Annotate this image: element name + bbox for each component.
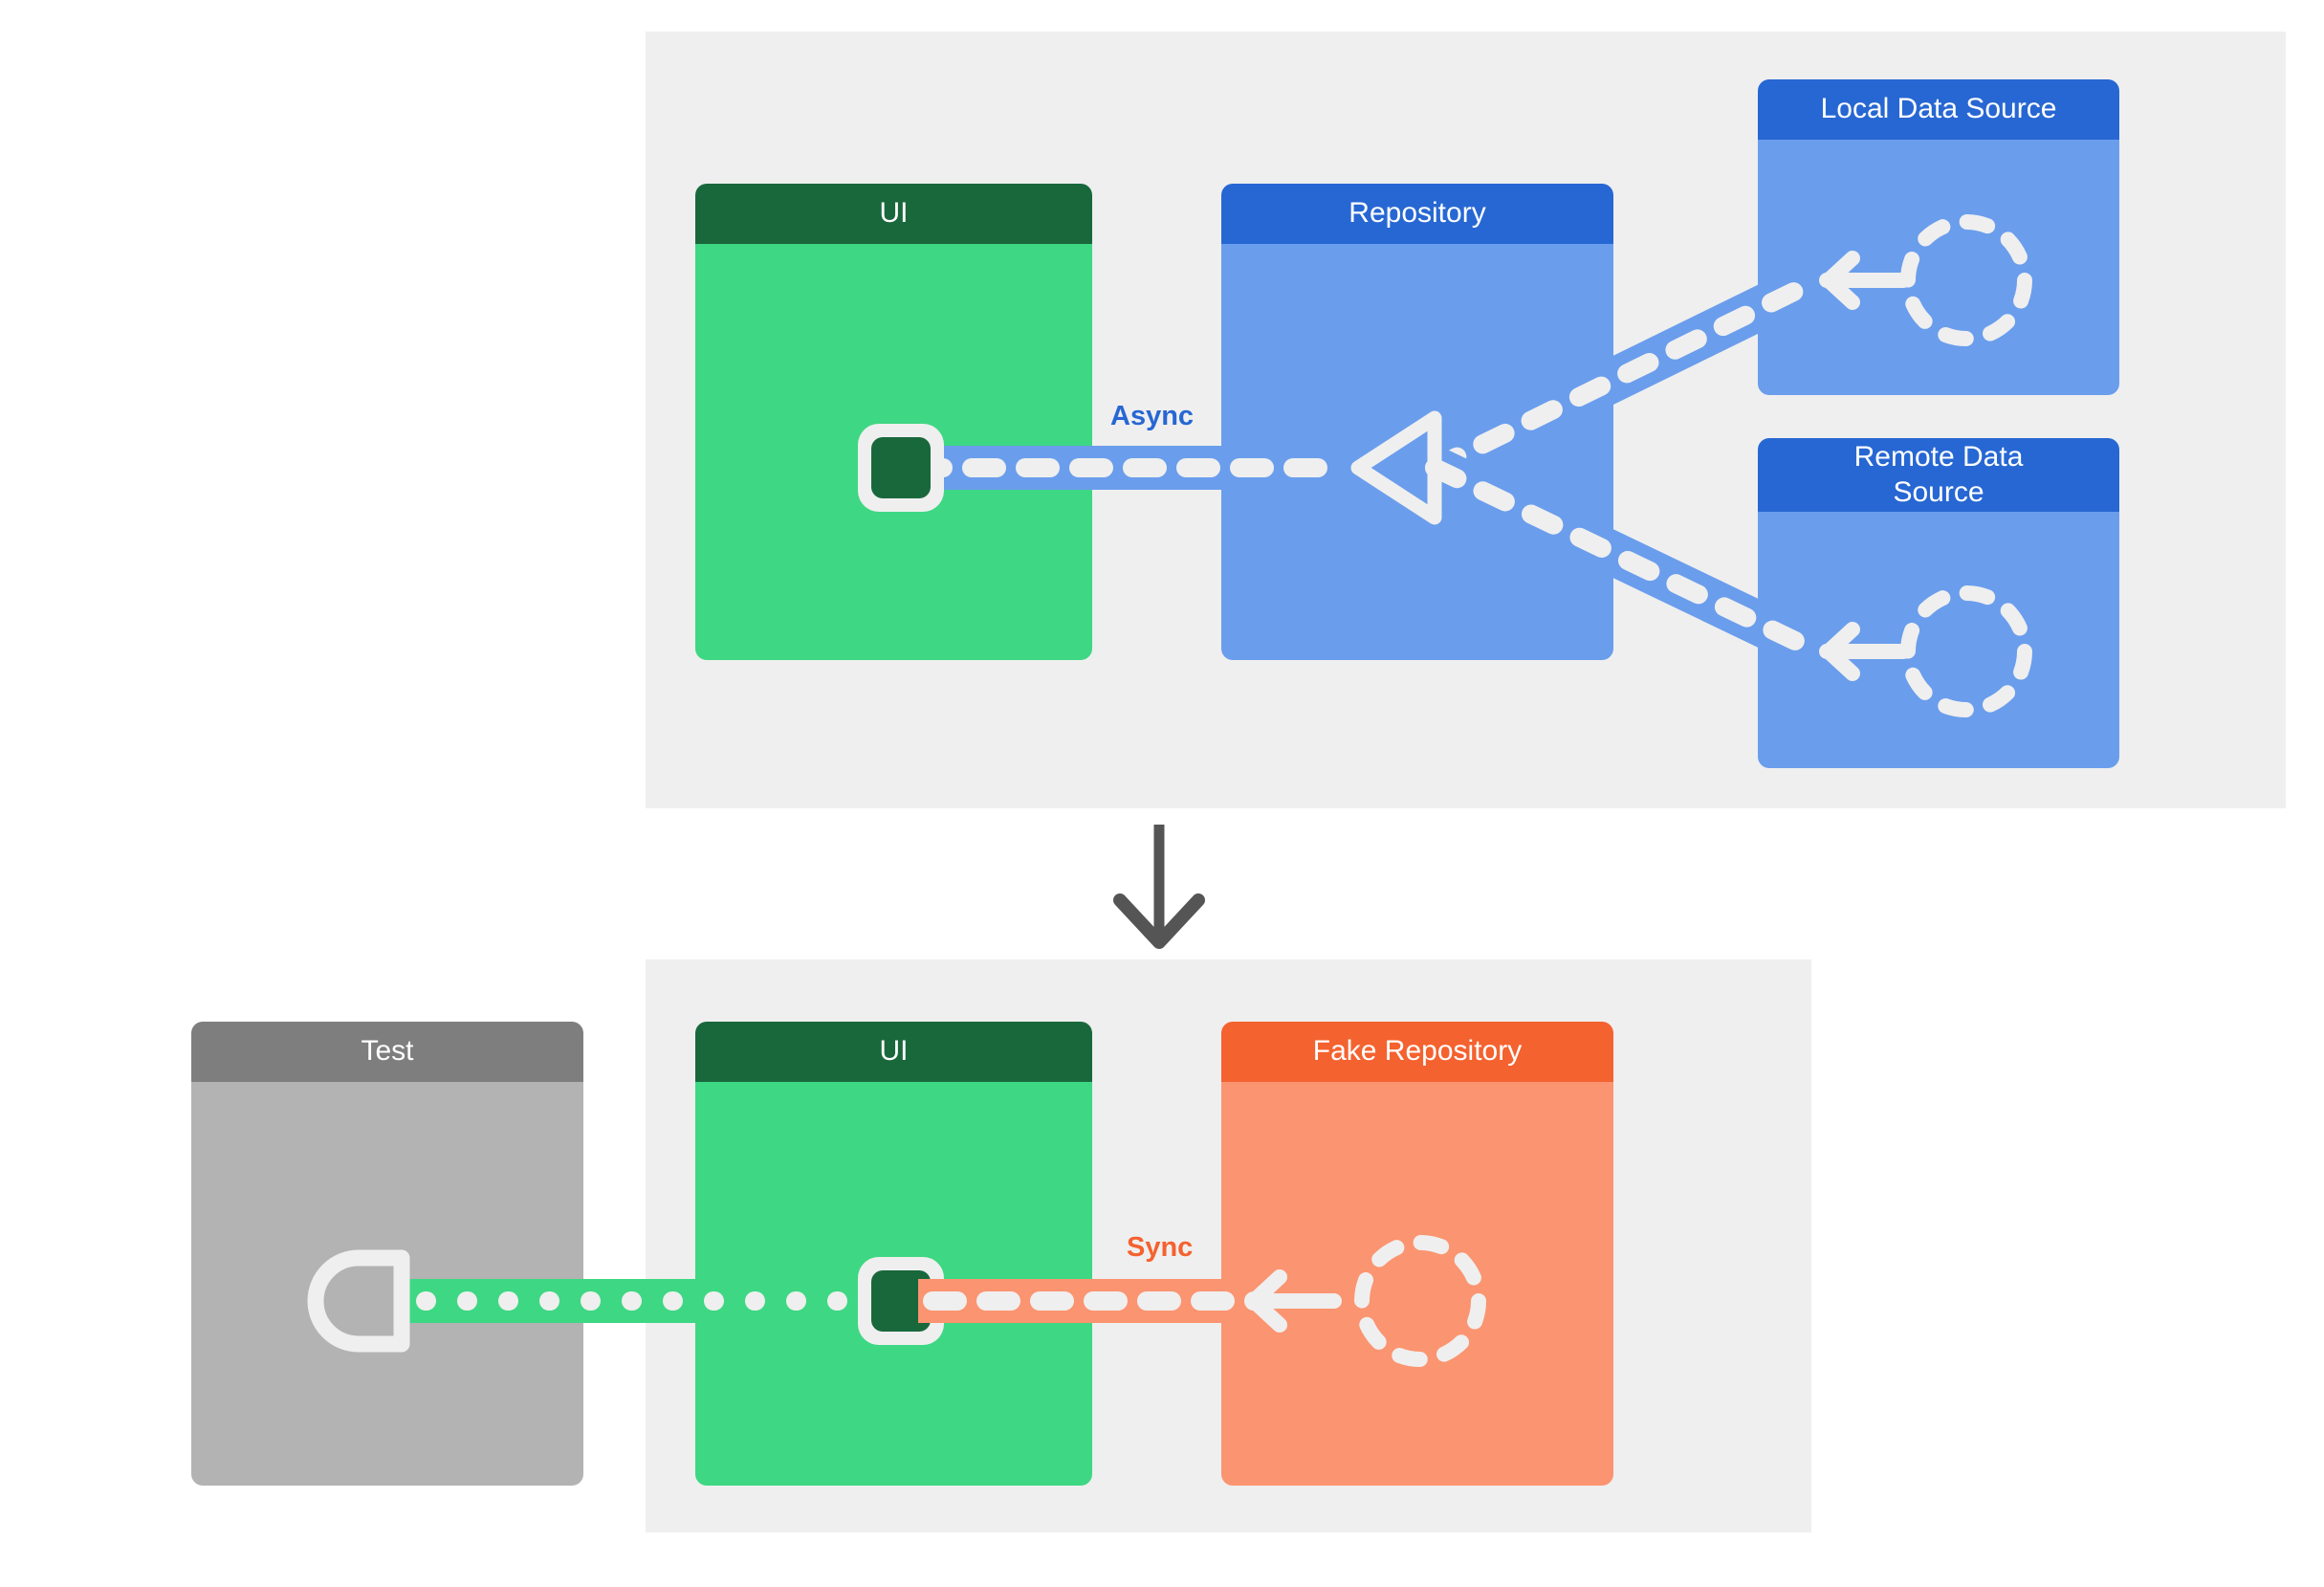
node-fake-repository-body bbox=[1221, 1082, 1613, 1486]
arrow-down-icon-flow bbox=[1113, 825, 1205, 949]
node-ui-production-body bbox=[695, 244, 1092, 660]
node-remote-data-source-title: Remote Data Source bbox=[1758, 438, 2119, 512]
node-test-harness[interactable]: Test bbox=[191, 1022, 583, 1486]
node-fake-repository-title: Fake Repository bbox=[1221, 1022, 1613, 1082]
node-ui-production-title: UI bbox=[695, 184, 1092, 244]
node-remote-data-source[interactable]: Remote Data Source bbox=[1758, 438, 2119, 768]
edge-label-sync: Sync bbox=[1127, 1232, 1194, 1263]
node-fake-repository[interactable]: Fake Repository bbox=[1221, 1022, 1613, 1486]
node-repository-body bbox=[1221, 244, 1613, 660]
node-local-data-source[interactable]: Local Data Source bbox=[1758, 79, 2119, 395]
node-repository[interactable]: Repository bbox=[1221, 184, 1613, 660]
node-remote-data-source-body bbox=[1758, 512, 2119, 768]
node-test-harness-title: Test bbox=[191, 1022, 583, 1082]
node-ui-test-body bbox=[695, 1082, 1092, 1486]
node-repository-title: Repository bbox=[1221, 184, 1613, 244]
node-local-data-source-body bbox=[1758, 140, 2119, 395]
node-ui-production[interactable]: UI bbox=[695, 184, 1092, 660]
edge-label-async: Async bbox=[1110, 401, 1195, 431]
node-test-harness-body bbox=[191, 1082, 583, 1486]
node-ui-test-title: UI bbox=[695, 1022, 1092, 1082]
node-ui-test[interactable]: UI bbox=[695, 1022, 1092, 1486]
node-local-data-source-title: Local Data Source bbox=[1758, 79, 2119, 140]
